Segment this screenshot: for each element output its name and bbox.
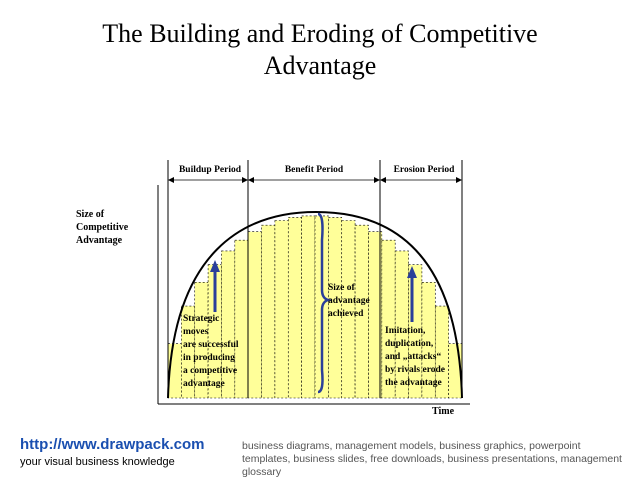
step-bar (181, 305, 196, 399)
benefit-period-label: Benefit Period (284, 165, 344, 175)
size-brace (317, 212, 332, 394)
step-bar (354, 224, 369, 399)
step-bar (394, 250, 409, 399)
step-bar (301, 215, 316, 399)
y-axis-label: Size of Competitive Advantage (76, 209, 129, 246)
footer-description: business diagrams, management models, bu… (242, 440, 622, 478)
erosion-arrow-head (407, 266, 417, 278)
buildup-period-label: Buildup Period (178, 165, 242, 175)
period-arrow-head-3a (380, 177, 386, 183)
step-bar (341, 220, 356, 399)
strategic-moves-text: Strategic moves are successful in produc… (183, 314, 239, 389)
imitation-text: Imitation, duplication, and „attacks“ by… (385, 326, 445, 388)
step-bar (261, 224, 276, 399)
x-axis-label: Time (431, 406, 455, 417)
erosion-period-label: Erosion Period (393, 165, 455, 175)
period-arrow-head-1a (168, 177, 174, 183)
period-arrow-head-2b (374, 177, 380, 183)
period-arrow-head-1b (242, 177, 248, 183)
step-bar (328, 217, 343, 399)
buildup-arrow-head (210, 260, 220, 272)
step-bar (421, 281, 436, 399)
title-line-2: Advantage (263, 51, 377, 80)
step-bar (194, 281, 209, 399)
tagline: your visual business knowledge (20, 456, 175, 468)
slide-title: The Building and Eroding of Competitive … (0, 18, 640, 82)
step-bar (434, 305, 449, 399)
size-achieved-text: Size of advantage achieved (328, 283, 370, 319)
step-bar (287, 217, 302, 399)
period-arrow-head-2a (248, 177, 254, 183)
step-bar (274, 220, 289, 399)
title-line-1: The Building and Eroding of Competitive (102, 19, 538, 48)
step-bar (221, 250, 236, 399)
website-link[interactable]: http://www.drawpack.com (20, 436, 205, 453)
bar-group (167, 215, 463, 399)
period-arrow-head-3b (456, 177, 462, 183)
advantage-curve (167, 210, 463, 399)
